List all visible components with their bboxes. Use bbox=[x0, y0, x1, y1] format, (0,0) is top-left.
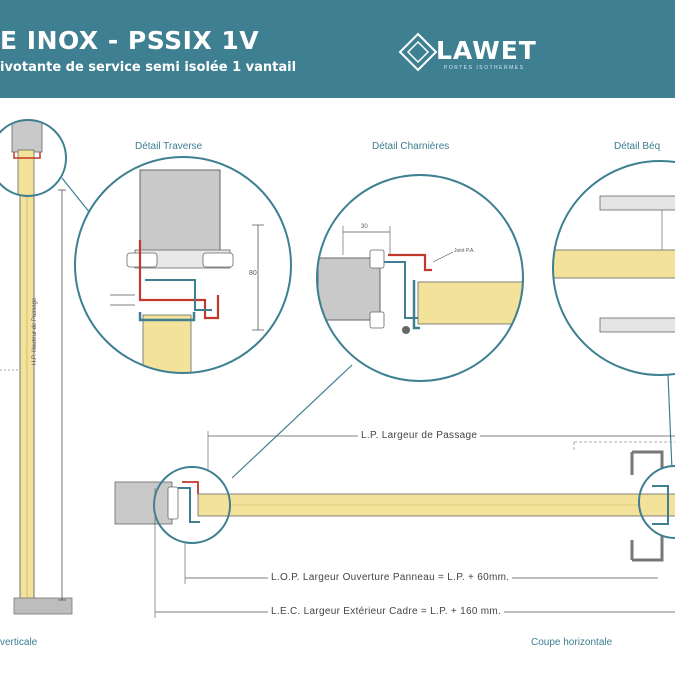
vertical-top-magnifier bbox=[0, 119, 91, 214]
header-band: E INOX - PSSIX 1V ivotante de service se… bbox=[0, 0, 675, 98]
logo-wordmark: LAWET bbox=[436, 36, 537, 65]
brand-logo: LAWET PORTES ISOTHERMES bbox=[398, 32, 538, 74]
hinge-magnifier bbox=[153, 466, 231, 544]
lec-label: L.E.C. Largeur Extérieur Cadre = L.P. + … bbox=[268, 606, 505, 617]
doc-title: E INOX - PSSIX 1V bbox=[0, 26, 260, 55]
detail-beq-circle bbox=[552, 160, 675, 471]
detail-traverse-title: Détail Traverse bbox=[135, 141, 203, 152]
doc-subtitle: ivotante de service semi isolée 1 vantai… bbox=[0, 60, 297, 75]
vertical-section bbox=[0, 124, 73, 615]
horizontal-section-caption: Coupe horizontale bbox=[531, 637, 613, 648]
lock-magnifier bbox=[638, 465, 675, 539]
vertical-section-caption: verticale bbox=[0, 637, 38, 648]
traverse-dim-value: 80 bbox=[249, 270, 257, 277]
detail-traverse-circle bbox=[74, 156, 292, 374]
logo-mark-icon bbox=[398, 32, 438, 72]
detail-charnieres-circle bbox=[231, 174, 524, 479]
logo-tagline: PORTES ISOTHERMES bbox=[444, 65, 525, 71]
lop-label: L.O.P. Largeur Ouverture Panneau = L.P. … bbox=[268, 572, 513, 583]
charnieres-dim-value: 30 bbox=[361, 224, 368, 230]
height-passage-label: H.P. Hauteur de Passage bbox=[32, 297, 38, 365]
lp-label: L.P. Largeur de Passage bbox=[358, 430, 481, 441]
detail-beq-title: Détail Béq bbox=[614, 141, 661, 152]
detail-charnieres-title: Détail Charnières bbox=[372, 141, 450, 152]
floor-slab bbox=[13, 597, 73, 615]
charnieres-gasket-note: Joint P.A. bbox=[454, 248, 475, 254]
